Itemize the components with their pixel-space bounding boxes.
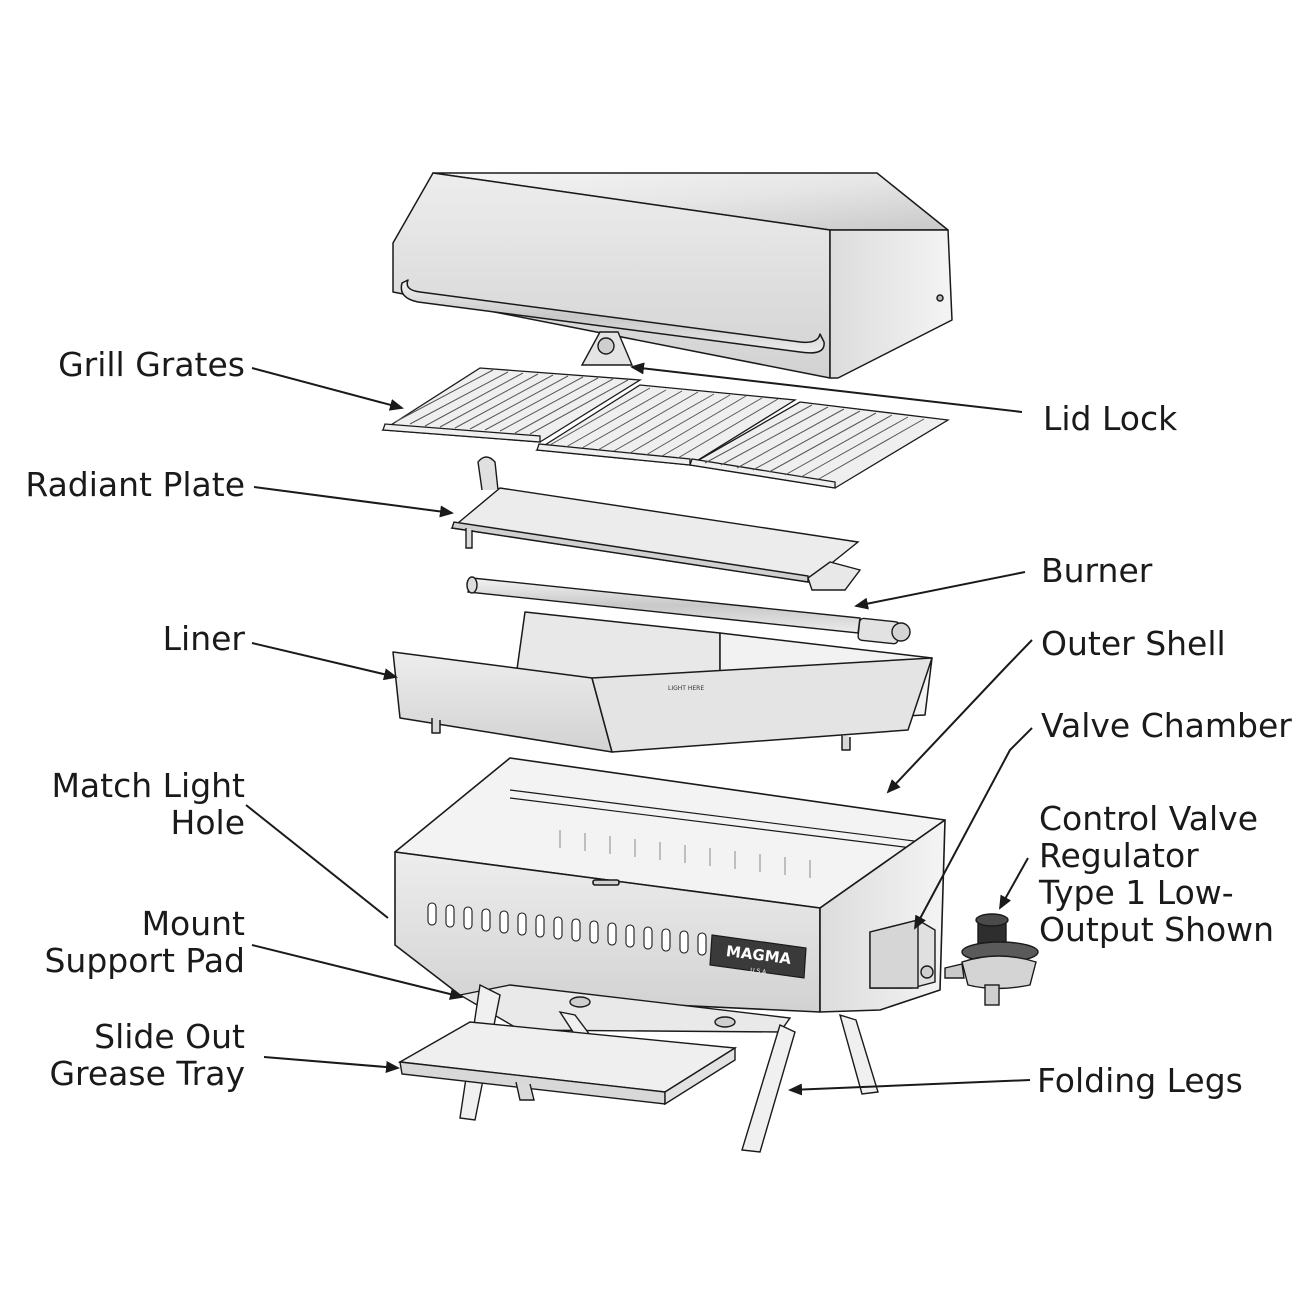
label-grease-tray-line2: Grease Tray: [49, 1054, 245, 1093]
burner: [466, 576, 911, 645]
label-radiant-plate: Radiant Plate: [25, 465, 245, 504]
radiant-plate: [450, 456, 862, 591]
label-match-light-hole-line2: Hole: [170, 803, 245, 842]
label-mount-support-pad-line2: Support Pad: [44, 941, 245, 980]
leader-grease-tray: [263, 1056, 400, 1073]
control-valve-regulator: [944, 913, 1039, 1006]
leader-outer-shell: [886, 639, 1033, 794]
label-valve-chamber: Valve Chamber: [1041, 706, 1292, 745]
leader-control-valve: [999, 857, 1029, 910]
magma-logo: MAGMA U S A: [709, 934, 807, 979]
label-outer-shell: Outer Shell: [1041, 624, 1226, 663]
label-control-valve-line4: Output Shown: [1039, 910, 1275, 949]
label-control-valve-line2: Regulator: [1039, 836, 1199, 875]
label-slide-out-grease-tray: Slide Out Grease Tray: [49, 1018, 245, 1092]
leader-burner: [854, 571, 1026, 610]
label-lid-lock: Lid Lock: [1043, 399, 1178, 438]
leader-folding-legs: [788, 1079, 1031, 1096]
leader-radiant-plate: [253, 486, 454, 518]
mount-support-pad: [458, 984, 792, 1033]
label-mount-support-pad: Mount Support Pad: [44, 905, 245, 979]
label-grill-grates: Grill Grates: [58, 345, 245, 384]
label-match-light-hole-line1: Match Light: [51, 766, 245, 805]
label-folding-legs: Folding Legs: [1037, 1061, 1243, 1100]
leader-lid-lock: [630, 362, 1023, 413]
leader-match-light-hole: [245, 804, 389, 919]
leader-valve-chamber: [914, 727, 1033, 930]
slide-out-grease-tray: [397, 1021, 738, 1106]
lid: [392, 172, 953, 379]
label-mount-support-pad-line1: Mount: [141, 904, 245, 943]
label-liner: Liner: [162, 619, 245, 658]
outer-shell: [394, 757, 946, 1013]
leader-mount-support-pad: [251, 944, 464, 1000]
svg-text:LIGHT HERE: LIGHT HERE: [668, 685, 704, 692]
leader-liner: [251, 642, 398, 681]
label-burner: Burner: [1041, 551, 1153, 590]
label-match-light-hole: Match Light Hole: [51, 767, 245, 841]
label-control-valve-regulator: Control Valve Regulator Type 1 Low- Outp…: [1039, 800, 1274, 948]
leader-lines: [245, 362, 1033, 1096]
label-control-valve-line3: Type 1 Low-: [1039, 873, 1234, 912]
grill-grates: [381, 367, 950, 489]
svg-text:U S A: U S A: [750, 967, 768, 976]
lid-lock: [580, 331, 634, 366]
label-grease-tray-line1: Slide Out: [94, 1017, 245, 1056]
leader-grill-grates: [251, 367, 404, 411]
valve-chamber: [869, 919, 936, 989]
liner: LIGHT HERE: [392, 611, 933, 753]
label-control-valve-line1: Control Valve: [1039, 799, 1259, 838]
